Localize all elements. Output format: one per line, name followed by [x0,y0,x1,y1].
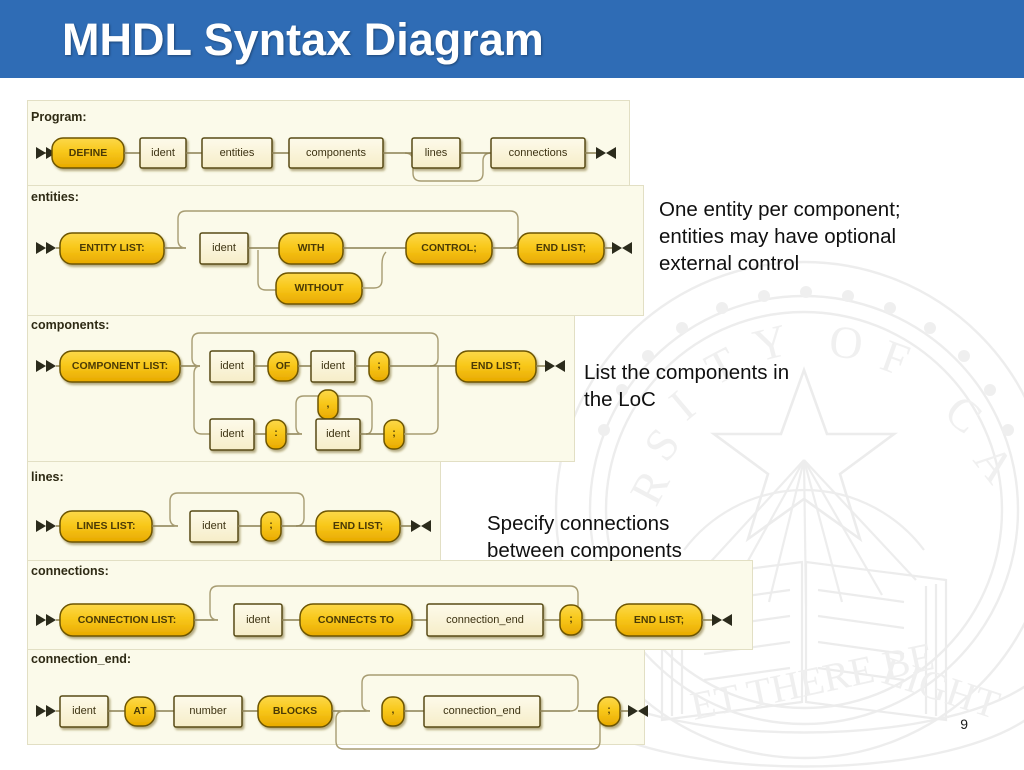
note-connections: Specify connections between components [487,512,682,562]
svg-text:C: C [936,385,992,444]
note-entities: One entity per component; entities may h… [659,198,901,275]
page-number: 9 [960,716,968,732]
svg-text:R: R [620,461,680,512]
diagram-panel-connections [27,560,753,650]
diagram-panel-components [27,315,575,462]
svg-text:S: S [634,419,690,471]
page-title: MHDL Syntax Diagram [62,14,544,65]
diagram-panel-connend [27,649,645,745]
svg-text:LIGHT: LIGHT [877,648,1005,728]
diagram-panel-lines [27,461,441,561]
svg-text:A: A [964,435,1024,493]
diagram-panel-top [27,100,630,186]
diagram-panel-entities [27,185,644,316]
slide-title-bar: MHDL Syntax Diagram [0,0,1024,78]
note-components: List the components in the LoC [584,361,790,411]
